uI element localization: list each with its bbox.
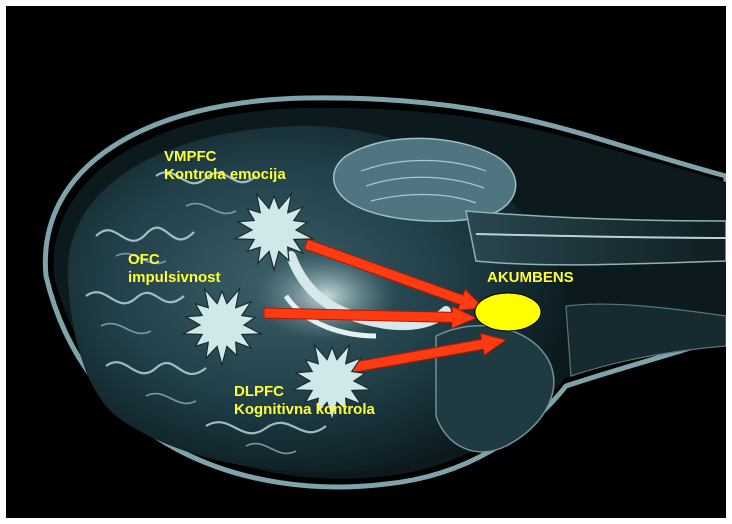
brain-mri-icon: [45, 98, 726, 487]
label-vmpfc-function: Kontrola emocija: [164, 166, 286, 184]
mri-slide: VMPFC Kontrola emocija OFC impulsivnost …: [6, 6, 726, 518]
label-ofc-abbr: OFC: [128, 251, 221, 269]
label-dlpfc-abbr: DLPFC: [234, 383, 375, 401]
label-vmpfc: VMPFC Kontrola emocija: [164, 148, 286, 184]
brain-diagram: [6, 6, 726, 518]
label-akumbens: AKUMBENS: [487, 269, 574, 287]
label-dlpfc-function: Kognitivna kontrola: [234, 401, 375, 419]
label-vmpfc-abbr: VMPFC: [164, 148, 286, 166]
label-ofc: OFC impulsivnost: [128, 251, 221, 287]
akumbens-target: [475, 293, 541, 331]
label-dlpfc: DLPFC Kognitivna kontrola: [234, 383, 375, 419]
label-ofc-function: impulsivnost: [128, 269, 221, 287]
